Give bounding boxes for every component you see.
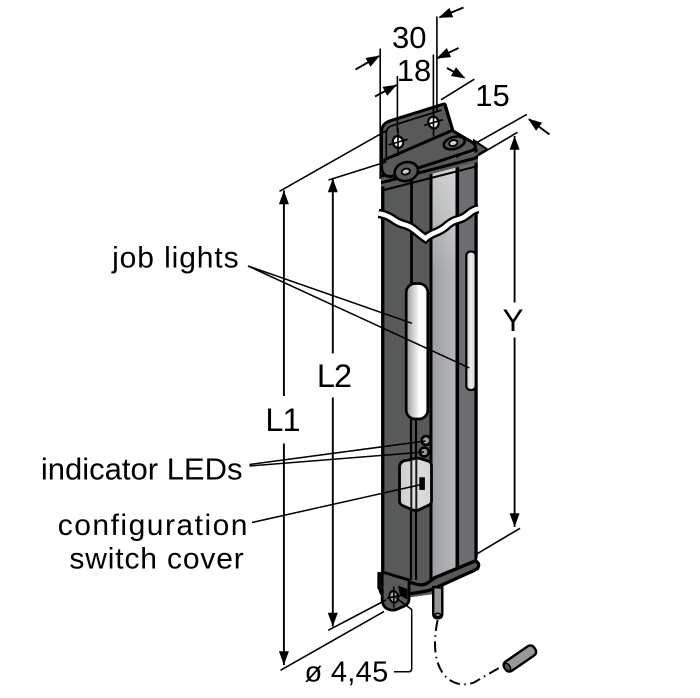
svg-text:switch cover: switch cover bbox=[69, 543, 244, 576]
svg-text:15: 15 bbox=[475, 78, 509, 113]
svg-text:18: 18 bbox=[397, 53, 431, 88]
svg-text:ø 4,45: ø 4,45 bbox=[305, 657, 389, 689]
svg-text:configuration: configuration bbox=[58, 509, 249, 542]
svg-text:30: 30 bbox=[392, 20, 426, 55]
svg-text:L2: L2 bbox=[317, 358, 351, 394]
svg-text:Y: Y bbox=[502, 302, 523, 338]
svg-text:indicator LEDs: indicator LEDs bbox=[41, 451, 243, 486]
svg-text:L1: L1 bbox=[265, 402, 299, 438]
svg-text:job lights: job lights bbox=[111, 242, 239, 275]
